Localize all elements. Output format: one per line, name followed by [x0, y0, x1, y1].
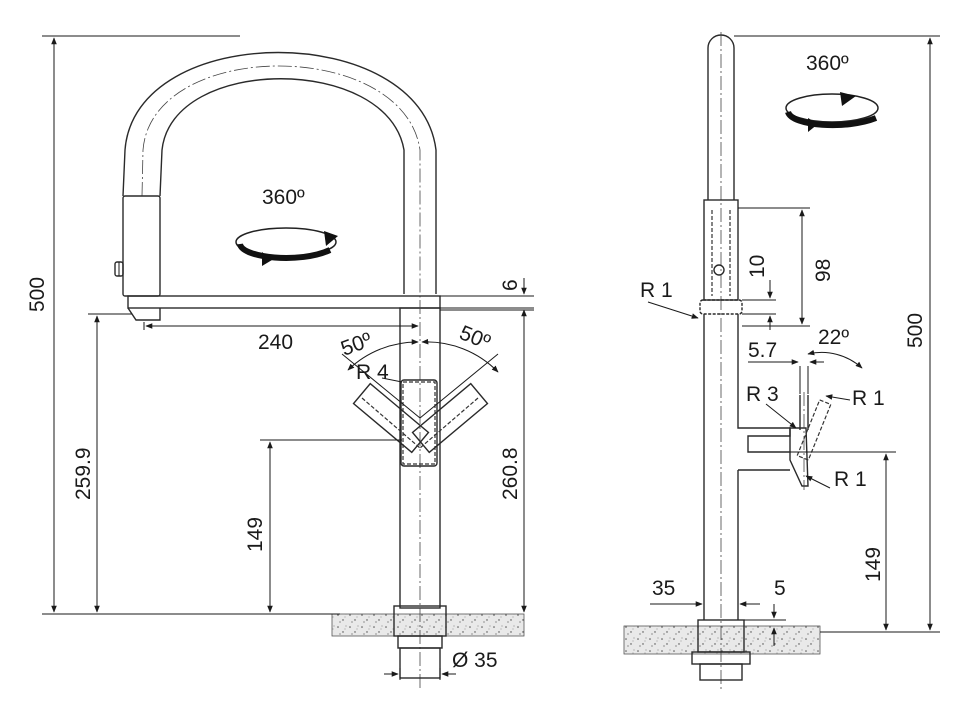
front-handle-height-label: 149 [244, 517, 267, 552]
front-angle-left-label: 50º [338, 328, 375, 360]
side-pipe [703, 32, 739, 690]
side-body-diameter-label: 35 [652, 577, 675, 600]
dim-side-base-gap: 5 [744, 577, 786, 646]
gooseneck-hose [122, 51, 437, 300]
countertop-side [623, 625, 821, 655]
side-total-height-label: 500 [904, 313, 927, 348]
side-rotation-label: 360º [806, 52, 849, 75]
front-base-diameter-label: Ø 35 [452, 649, 498, 672]
side-base-gap-label: 5 [774, 577, 786, 600]
dim-side-base-radius: R 1 [805, 468, 867, 491]
dim-front-spout-reach: 240 [143, 322, 419, 354]
dim-side-ring-radius: R 1 [640, 279, 699, 319]
side-handle [789, 392, 832, 490]
side-body [691, 314, 791, 681]
side-handle-height-label: 149 [862, 547, 885, 582]
side-tip-radius-label: R 1 [852, 387, 885, 410]
side-handle-angle-label: 22º [818, 326, 849, 349]
side-head-length-label: 98 [812, 259, 835, 282]
faucet-body [393, 300, 447, 690]
dim-side-handle-angle: 22º [807, 326, 863, 369]
dim-side-handle-height: 149 [790, 451, 896, 631]
dim-front-total-height: 500 [26, 35, 340, 615]
front-angle-right-label: 50º [456, 321, 494, 354]
dim-side-tip-radius: R 1 [825, 387, 885, 410]
dim-front-body-height: 260.8 [440, 309, 534, 613]
countertop-front [331, 613, 525, 637]
front-handle-radius-label: R 4 [356, 361, 389, 384]
front-spout-height-label: 259.9 [72, 447, 95, 500]
side-base-radius-label: R 1 [834, 468, 867, 491]
side-ring-height-label: 10 [746, 255, 769, 278]
front-spout-thickness-label: 6 [499, 279, 522, 291]
front-body-height-label: 260.8 [499, 447, 522, 500]
dim-front-handle-height: 149 [244, 439, 402, 613]
front-total-height-label: 500 [26, 277, 49, 312]
front-rotation-label: 360º [262, 186, 305, 209]
dim-front-handle-radius: R 4 [356, 361, 403, 384]
side-inner-radius-label: R 3 [746, 383, 779, 406]
rotation-arrow-icon [235, 227, 338, 266]
side-ring-radius-label: R 1 [640, 279, 673, 302]
dim-front-spout-thickness: 6 [440, 278, 534, 326]
front-view: 360º 500 259.9 149 240 [26, 35, 534, 690]
cross-handle [352, 379, 489, 467]
dim-side-body-diameter: 35 [650, 577, 760, 607]
dim-front-base-diameter: Ø 35 [384, 649, 498, 680]
dim-side-ring-height: 10 [742, 255, 776, 330]
spout-arm [127, 295, 441, 321]
side-ring [699, 299, 743, 315]
side-rotation-arrow-icon [785, 92, 879, 132]
side-view: 360º 500 98 10 R 1 [623, 32, 940, 690]
front-spout-reach-label: 240 [258, 331, 293, 354]
dim-side-total-height: 500 [734, 35, 940, 633]
dim-side-head-length: 98 [738, 207, 835, 327]
side-handle-offset-label: 5.7 [748, 339, 777, 362]
dim-side-handle-offset: 5.7 [748, 339, 824, 394]
dim-side-inner-radius: R 3 [746, 383, 797, 429]
dim-front-spout-height: 259.9 [72, 313, 132, 613]
spray-head [114, 195, 161, 297]
